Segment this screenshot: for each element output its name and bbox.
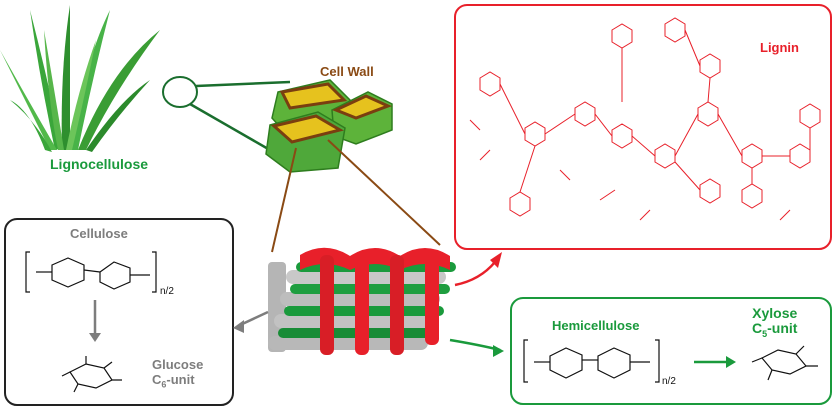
zoom-line-bottom <box>189 102 271 152</box>
cell-wall-illustration <box>265 79 393 173</box>
hemicellulose-repeat: n/2 <box>662 376 676 387</box>
xylose-unit-prefix: C <box>752 320 763 336</box>
hemicellulose-label: Hemicellulose <box>552 318 640 333</box>
grass-zoom-circle <box>162 76 198 108</box>
glucose-unit-sub: 6 <box>161 379 167 390</box>
xylose-structure <box>751 345 818 381</box>
cellulose-arrowhead <box>89 333 101 342</box>
cellulose-label: Cellulose <box>70 226 128 241</box>
lignin-label: Lignin <box>760 40 799 55</box>
xylose-unit-sub: 5 <box>762 328 768 339</box>
arrow-to-lignin-head <box>490 252 502 268</box>
lignin-box <box>454 4 832 250</box>
glucose-name: Glucose <box>152 357 204 372</box>
cellulose-box <box>4 218 234 406</box>
cellulose-structure <box>25 251 157 293</box>
arrow-to-hemicellulose <box>449 338 501 352</box>
arrow-to-lignin <box>454 261 496 287</box>
glucose-unit: C6-unit <box>152 372 203 393</box>
glucose-structure <box>61 356 122 393</box>
xylose-unit-suffix: -unit <box>767 320 798 336</box>
grass-illustration <box>0 5 160 152</box>
fibre-bundle <box>268 247 456 355</box>
lignocellulose-label: Lignocellulose <box>50 156 149 172</box>
lignin-structure <box>469 17 821 221</box>
cell-wall-label: Cell Wall <box>320 64 374 79</box>
glucose-unit-prefix: C <box>152 372 162 387</box>
arrow-to-hemicellulose-head <box>493 345 504 357</box>
cellwall-line-right <box>327 139 441 246</box>
glucose-unit-suffix: -unit <box>166 372 195 387</box>
hemicellulose-box <box>510 297 832 405</box>
cellwall-line-left <box>271 147 297 253</box>
arrow-to-cellulose-head <box>233 320 244 333</box>
hemicellulose-structure <box>523 339 660 383</box>
cellulose-repeat: n/2 <box>160 286 174 297</box>
xylose-name: Xylose <box>752 305 798 321</box>
xylose-label: Xylose C5-unit <box>752 306 797 342</box>
hemicellulose-arrowhead <box>726 356 736 368</box>
zoom-line-top <box>195 80 291 88</box>
xylose-unit: C5-unit <box>752 321 797 342</box>
glucose-label: Glucose C6-unit <box>152 357 203 393</box>
